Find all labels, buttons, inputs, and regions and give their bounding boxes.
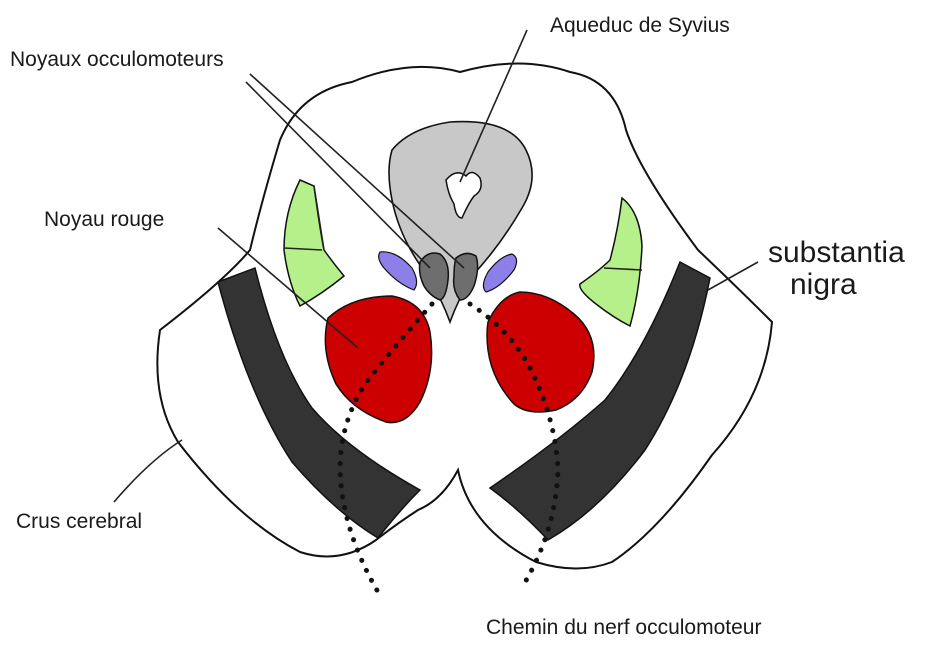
label-crus: Crus cerebral [16, 510, 142, 533]
label-aqueduct: Aqueduc de Syvius [550, 14, 730, 37]
label-substantia-nigra-line2: nigra [790, 268, 857, 301]
label-oculomotor-nuclei: Noyaux occulomoteurs [10, 48, 224, 71]
label-nerve-path: Chemin du nerf occulomoteur [486, 616, 761, 639]
leader-crus [114, 440, 182, 502]
label-substantia-nigra-line1: substantia [768, 236, 905, 269]
label-red-nucleus: Noyau rouge [44, 208, 164, 231]
